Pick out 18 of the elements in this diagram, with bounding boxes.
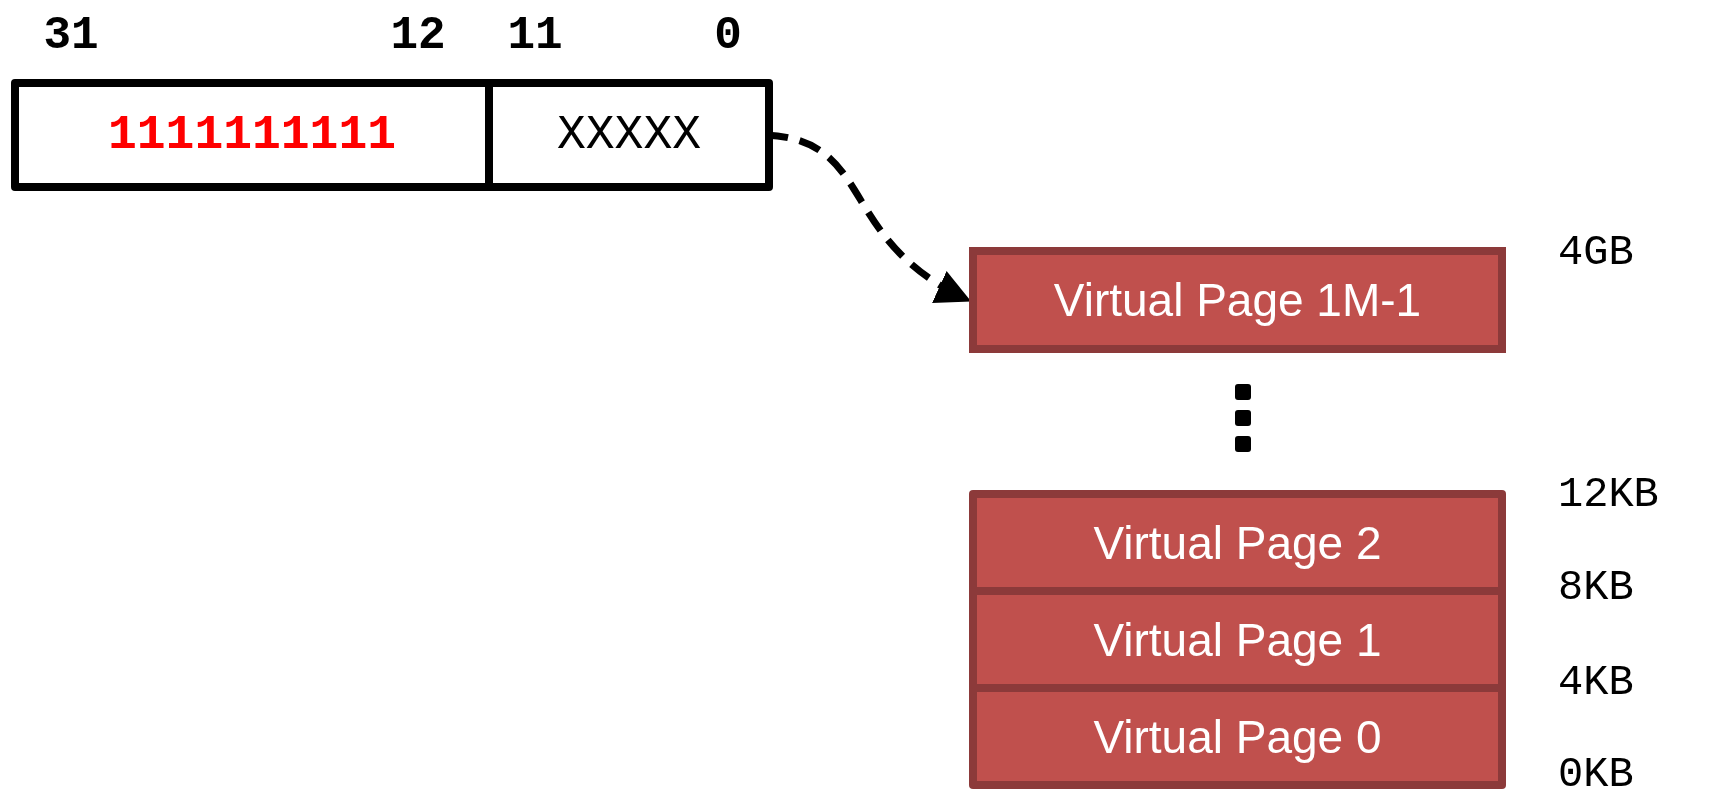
bit-number: 11: [507, 10, 563, 62]
address-label: 8KB: [1558, 564, 1634, 612]
page-stack: [969, 490, 1506, 789]
bit-number: 31: [43, 10, 99, 62]
register-box: [11, 79, 773, 191]
page-box: [969, 247, 1506, 353]
address-label: 0KB: [1558, 751, 1634, 799]
page-label: 1111111111: [107, 108, 396, 162]
page-label: Virtual Page 0: [1093, 709, 1382, 764]
address-label: 12KB: [1558, 471, 1659, 519]
bit-number: 12: [390, 10, 446, 62]
address-label: 4KB: [1558, 659, 1634, 707]
page-label: Virtual Page 1: [1093, 612, 1382, 667]
address-label: 4GB: [1558, 229, 1634, 277]
page-label: Virtual Page 2: [1093, 515, 1382, 570]
page-label: XXXXX: [557, 108, 701, 162]
bit-number: 0: [714, 10, 742, 62]
page-label: Virtual Page 1M-1: [1053, 273, 1422, 327]
